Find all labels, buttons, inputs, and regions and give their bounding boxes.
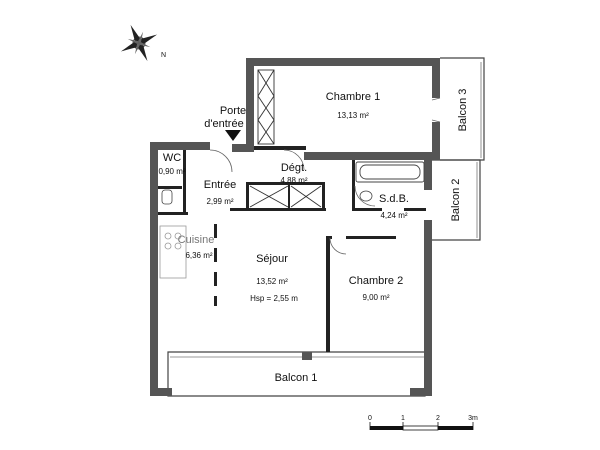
compass-rose-icon — [120, 24, 158, 62]
door-swings — [209, 97, 441, 255]
scale-label-1: 1 — [401, 415, 405, 422]
scale-label-0: 0 — [368, 415, 372, 422]
scale-bar: 0 1 2 3m — [368, 415, 478, 431]
degt-name: Dégt. — [281, 162, 307, 174]
compass-north-label: N — [161, 52, 166, 59]
sejour-hsp: Hsp = 2,55 m — [250, 294, 298, 303]
entry-arrow-icon — [225, 130, 241, 141]
porte-line1: Porte — [220, 105, 246, 117]
closet-degt — [249, 185, 322, 208]
kitchen-counter — [159, 225, 187, 279]
chambre2-area: 9,00 m² — [362, 293, 389, 302]
balcon3-name: Balcon 3 — [457, 89, 469, 132]
interior-walls — [158, 146, 426, 352]
wardrobe-chambre1 — [257, 69, 275, 145]
chambre2-name: Chambre 2 — [349, 275, 403, 287]
porte-line2: d'entrée — [204, 118, 243, 130]
sejour-name: Séjour — [256, 253, 288, 265]
exterior-walls — [150, 58, 440, 396]
wc-toilet — [161, 189, 173, 205]
balcon2-name: Balcon 2 — [450, 179, 462, 222]
sdb-sink — [359, 190, 373, 202]
balcon1-name: Balcon 1 — [275, 372, 318, 384]
sdb-name: S.d.B. — [379, 193, 409, 205]
degt-area: 4,88 m² — [280, 176, 307, 185]
scale-label-3: 3m — [468, 415, 478, 422]
balcon3-outline — [440, 57, 485, 161]
wc-area: 0,90 m² — [158, 167, 185, 176]
balcon1-drain — [302, 352, 312, 360]
wc-name: WC — [163, 152, 181, 164]
scale-label-2: 2 — [436, 415, 440, 422]
bathtub — [355, 161, 425, 183]
cuisine-name: Cuisine — [178, 234, 215, 246]
entree-name: Entrée — [204, 179, 236, 191]
chambre1-area: 13,13 m² — [337, 111, 369, 120]
entree-area: 2,99 m² — [206, 197, 233, 206]
cuisine-area: 6,36 m² — [185, 251, 212, 260]
sdb-area: 4,24 m² — [380, 211, 407, 220]
balcony-railings — [170, 62, 482, 358]
chambre1-name: Chambre 1 — [326, 91, 380, 103]
sejour-area: 13,52 m² — [256, 277, 288, 286]
